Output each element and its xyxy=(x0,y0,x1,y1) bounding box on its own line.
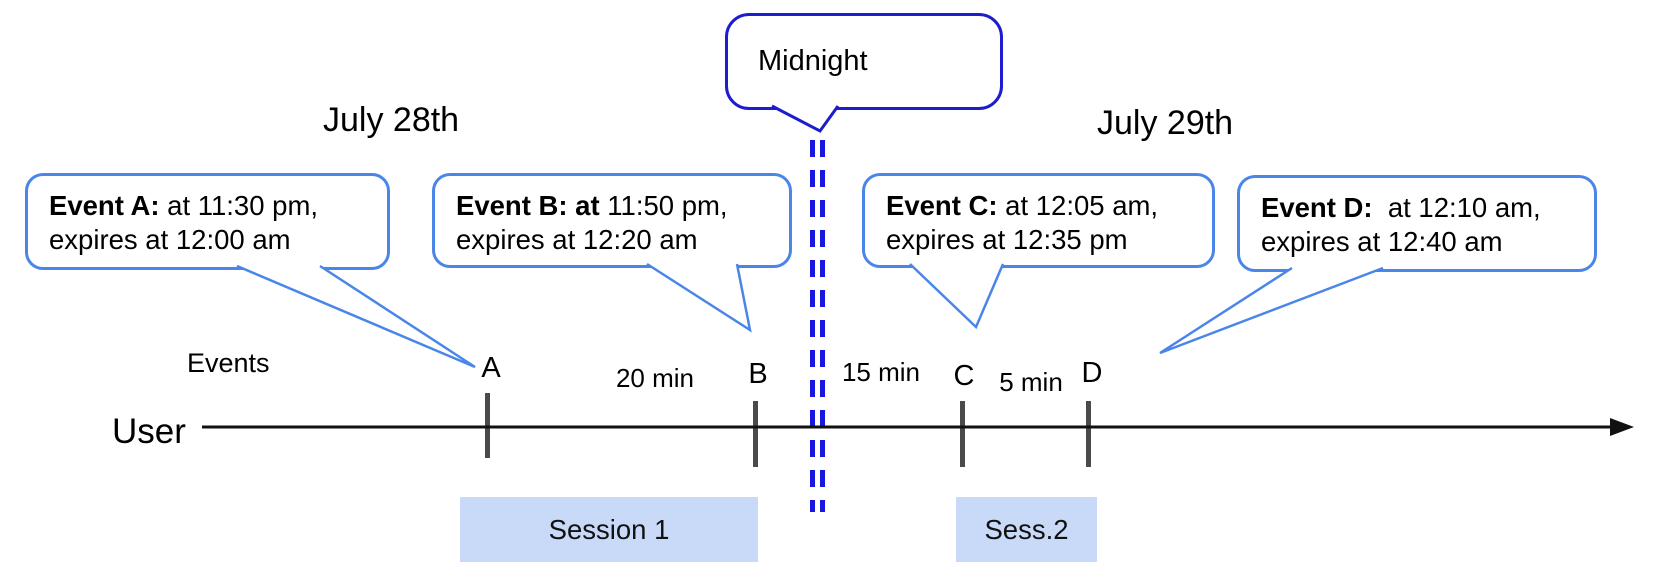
event-b-line2: expires at 12:20 am xyxy=(456,224,698,255)
event-a-callout: Event A: at 11:30 pm, expires at 12:00 a… xyxy=(25,173,390,270)
tick-label-a: A xyxy=(481,352,501,384)
interval-c-d: 5 min xyxy=(999,367,1063,397)
event-d-callout-tail xyxy=(1159,266,1384,355)
event-a-line2: expires at 12:00 am xyxy=(49,224,291,255)
session-1-label: Session 1 xyxy=(548,513,670,545)
event-d-line1: Event D: at 12:10 am, xyxy=(1261,192,1541,223)
session-2-box: Sess.2 xyxy=(956,497,1097,562)
event-c-callout: Event C: at 12:05 am, expires at 12:35 p… xyxy=(862,173,1215,268)
session-1-box: Session 1 xyxy=(460,497,758,562)
user-row-label: User xyxy=(112,412,186,451)
event-b-callout: Event B: at 11:50 pm, expires at 12:20 a… xyxy=(432,173,792,268)
midnight-label: Midnight xyxy=(758,45,868,77)
interval-b-c: 15 min xyxy=(841,357,921,387)
date-july-29: July 29th xyxy=(1097,104,1234,142)
event-a-line1: Event A: at 11:30 pm, xyxy=(49,190,319,221)
tick-label-d: D xyxy=(1081,357,1103,389)
event-d-callout: Event D: at 12:10 am, expires at 12:40 a… xyxy=(1237,175,1597,272)
timeline-arrowhead-icon xyxy=(1610,418,1634,436)
event-d-line2: expires at 12:40 am xyxy=(1261,226,1503,257)
event-b-line1: Event B: at 11:50 pm, xyxy=(456,190,728,221)
event-b-callout-tail xyxy=(646,262,752,333)
interval-a-b: 20 min xyxy=(615,363,695,393)
tick-event-b xyxy=(753,401,758,467)
tick-event-c xyxy=(960,401,965,467)
date-july-28: July 28th xyxy=(323,101,460,139)
midnight-callout: Midnight xyxy=(725,13,1003,110)
tick-event-d xyxy=(1086,401,1091,467)
event-c-line2: expires at 12:35 pm xyxy=(886,224,1128,255)
tick-label-c: C xyxy=(953,360,975,392)
session-2-label: Sess.2 xyxy=(984,513,1069,545)
event-a-callout-tail xyxy=(236,264,476,369)
event-c-callout-tail xyxy=(909,263,1005,330)
tick-label-b: B xyxy=(748,358,768,390)
tick-event-a xyxy=(485,393,490,458)
event-c-line1: Event C: at 12:05 am, xyxy=(886,190,1159,221)
events-row-label: Events xyxy=(187,348,270,378)
